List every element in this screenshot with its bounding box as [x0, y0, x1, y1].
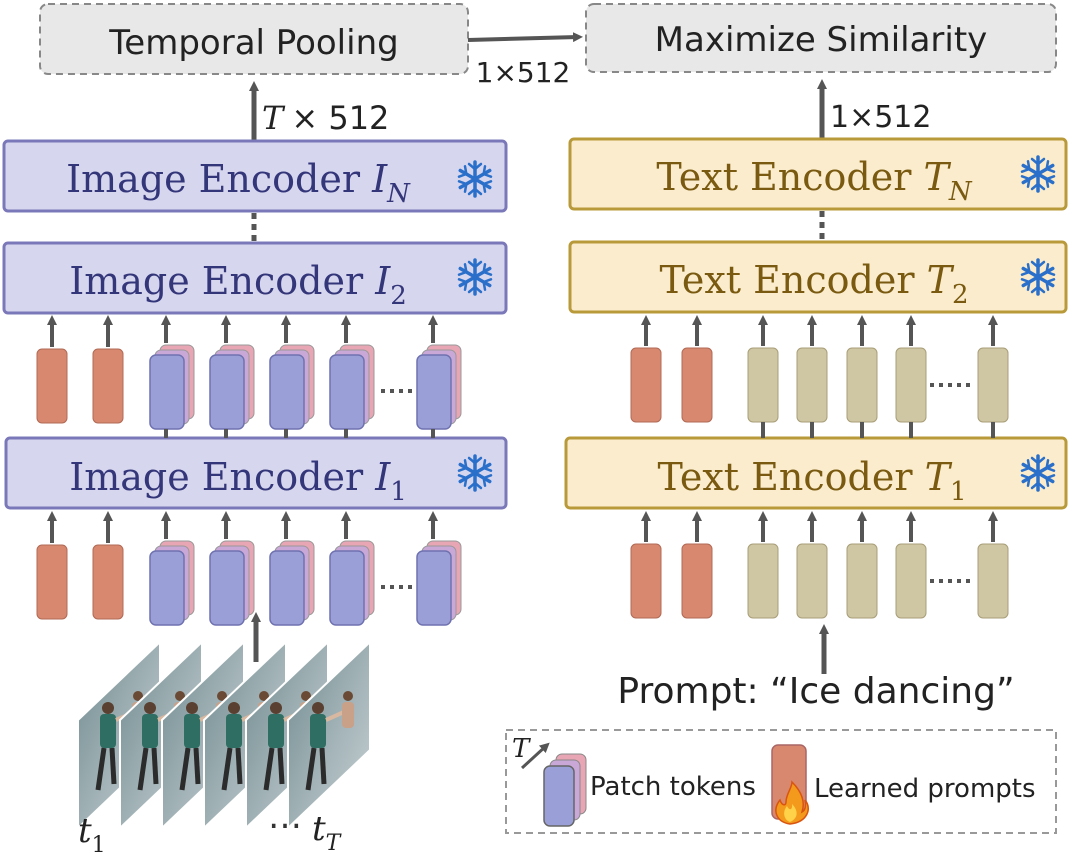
patch-token-stack — [329, 540, 375, 626]
patch-token-stack — [149, 540, 195, 626]
learned-prompt-token — [92, 544, 124, 620]
image-encoder-1-label: Image Encoder I1 — [69, 455, 407, 507]
learned-prompt-token — [630, 347, 662, 423]
snowflake-icon — [1020, 454, 1056, 492]
legend: T Patch tokens Learned prompts — [505, 729, 1057, 834]
prompt-text: Prompt: “Ice dancing” — [617, 671, 1014, 712]
patch-token-stack — [269, 540, 315, 626]
text-encoder-n-label: Text Encoder TN — [656, 155, 972, 207]
pool-to-similarity-arrow — [467, 32, 583, 43]
learned-prompt-token — [681, 347, 713, 423]
image-stack-dim: T× 512 — [262, 99, 389, 137]
frame-last-label: tT — [312, 809, 343, 856]
text-stack-dim: 1×512 — [830, 100, 931, 135]
snowflake-icon — [1020, 258, 1056, 296]
text-token — [846, 347, 878, 423]
image-encoder-2: Image Encoder I2 — [2, 241, 508, 315]
learned-prompt-token — [92, 348, 124, 424]
image-token-row-upper — [36, 315, 462, 438]
snowflake-icon — [457, 160, 493, 198]
snowflake-icon — [1020, 155, 1056, 193]
flame-icon — [775, 780, 809, 825]
frame-first-label: t1 — [78, 811, 106, 858]
patch-token-stack — [416, 344, 462, 430]
legend-time-axis-arrow — [520, 742, 550, 770]
text-token — [747, 543, 779, 619]
snowflake-icon — [457, 258, 493, 296]
patch-token-stack — [416, 540, 462, 626]
learned-prompt-token — [681, 543, 713, 619]
learned-prompt-token — [36, 544, 68, 620]
text-token — [977, 543, 1009, 619]
text-encoder-n: Text Encoder TN — [568, 137, 1068, 211]
text-token — [846, 543, 878, 619]
patch-token-stack — [209, 344, 255, 430]
frame-ellipsis: … — [268, 797, 302, 837]
text-token — [895, 543, 927, 619]
image-encoder-2-label: Image Encoder I2 — [69, 259, 407, 311]
maximize-similarity-label: Maximize Similarity — [655, 20, 988, 60]
text-token — [796, 347, 828, 423]
maximize-similarity-box: Maximize Similarity — [585, 3, 1057, 73]
snowflake-icon — [457, 454, 493, 492]
text-encoder-1: Text Encoder T1 — [564, 436, 1068, 510]
text-token-row-upper — [630, 315, 1009, 438]
video-frames — [77, 639, 371, 831]
text-encoder-2-label: Text Encoder T2 — [659, 258, 968, 310]
learned-prompt-token — [630, 543, 662, 619]
text-token — [895, 347, 927, 423]
image-encoder-n: Image Encoder IN — [2, 139, 508, 213]
text-token — [977, 347, 1009, 423]
patch-token-stack — [209, 540, 255, 626]
text-encoder-1-label: Text Encoder T1 — [657, 455, 966, 507]
text-encoder-2: Text Encoder T2 — [568, 240, 1068, 314]
legend-learned-prompts-label: Learned prompts — [814, 774, 1036, 804]
image-encoder-1: Image Encoder I1 — [4, 436, 508, 510]
image-encoder-n-label: Image Encoder IN — [66, 157, 411, 209]
legend-patch-tokens-label: Patch tokens — [590, 772, 756, 802]
patch-token-stack — [329, 344, 375, 430]
pool-to-similarity-dim: 1×512 — [476, 56, 571, 89]
legend-axis-label: T — [512, 734, 531, 764]
text-token — [747, 347, 779, 423]
text-token-row-lower — [630, 511, 1009, 619]
image-token-row-lower — [36, 511, 462, 626]
legend-patch-token-icon — [543, 753, 587, 827]
temporal-pooling-label: Temporal Pooling — [108, 23, 398, 63]
patch-token-stack — [149, 344, 195, 430]
video-frame — [287, 639, 371, 831]
learned-prompt-token — [36, 348, 68, 424]
patch-token-stack — [269, 344, 315, 430]
text-token — [796, 543, 828, 619]
temporal-pooling-box: Temporal Pooling — [39, 3, 469, 75]
